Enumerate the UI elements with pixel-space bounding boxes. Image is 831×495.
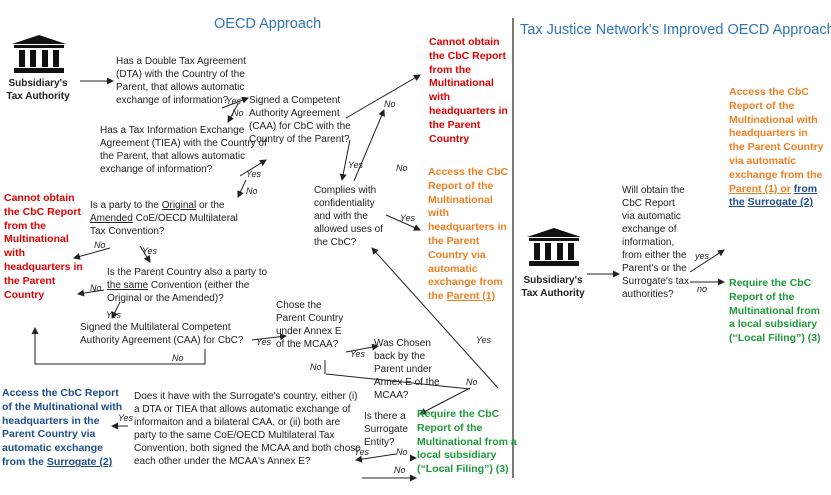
label-yes: Yes [400,213,416,223]
arrow-q3-yes-q4 [139,245,151,263]
arrow-caa-no-top [345,74,421,119]
arrow-surrogate-yes [355,453,397,463]
label-yes: Yes [226,96,242,106]
outcome-right-access: Access the CbC Report of the Multination… [729,86,824,209]
label-yes: Yes [476,335,492,345]
label-yes: Yes [354,447,370,457]
q-surrogate-agreement: Does it have with the Surrogate's countr… [134,391,361,467]
outcome-access-surrogate: Access the CbC Report of the Multination… [2,387,123,468]
right-subsidiary-label: Subsidiary's Tax Authority [521,275,585,299]
arrow-q5-no-cannot [31,327,206,365]
q-chose-parent: Chose the Parent Country under Annex E o… [276,300,344,350]
q-multilateral-convention: Is a party to the Original or the Amende… [90,200,238,237]
outcome-access-parent: Access the CbC Report of the Multination… [428,166,508,303]
q-parent-same-convention: Is the Parent Country also a party to th… [107,267,268,304]
q-surrogate-entity: Is there a Surrogate Entity? [364,411,408,448]
label-yes: yes [695,251,710,261]
arrow-complies-yes-access [385,214,421,231]
label-no: No [396,163,408,173]
q-chosen-back: Was Chosen back by the Parent under Anne… [374,338,440,401]
q-signed-caa: Signed a Competent Authority Agreement (… [249,95,351,145]
arrow-caa-yes-complies [339,139,351,181]
arrow-back-yes-complies [371,247,499,389]
label-yes: Yes [106,310,122,320]
label-yes: Yes [142,246,158,256]
government-building-icon [527,228,581,266]
label-yes: Yes [350,349,366,359]
label-no: No [246,186,258,196]
label-no: No [90,283,102,293]
government-building-icon [12,35,66,73]
label-yes: Yes [118,413,134,423]
arrow-q4-no-cannot [77,289,105,297]
label-no: No [310,362,322,372]
q-will-obtain: Will obtain the CbC Report via automatic… [622,185,689,300]
arrow-complies-no-top [353,109,385,182]
arrow-back-no-surrogate [419,387,471,415]
label-yes: Yes [348,160,364,170]
label-no: No [396,447,408,457]
q-double-tax-agreement: Has a Double Tax Agreement (DTA) with th… [116,56,246,106]
label-no: no [697,284,708,294]
arrow-q1-no-q2 [227,103,239,123]
arrow-q1-yes-caa [221,96,249,109]
label-no: No [394,465,406,475]
arrow-q2-no-q3 [237,179,247,198]
label-yes: Yes [256,337,272,347]
label-no: No [466,377,478,387]
arrow-right-yes [689,249,725,273]
label-no: No [384,99,396,109]
arrow-chose-yes-back [345,343,379,353]
arrow-q5-yes-chose [251,333,287,341]
arrow-q4-yes-q5 [111,301,121,319]
outcome-require-local: Require the CbC Report of the Multinatio… [417,408,517,476]
q-complies-confidentiality: Complies with confidentiality and with t… [314,185,383,248]
label-no: No [232,108,244,118]
outcome-cannot-obtain-top: Cannot obtain the CbC Report from the Mu… [429,36,508,145]
label-no: No [172,353,184,363]
heading-tjn: Tax Justice Network's Improved OECD Appr… [520,22,831,38]
outcome-cannot-obtain-left: Cannot obtain the CbC Report from the Mu… [4,192,83,301]
heading-oecd: OECD Approach [214,16,322,32]
q-tiea: Has a Tax Information Exchange Agreement… [100,125,267,175]
arrow-q2-yes-caa [239,159,267,177]
left-subsidiary-label: Subsidiary's Tax Authority [6,78,70,102]
label-yes: Yes [246,169,262,179]
arrow-q3-no-cannot [73,247,111,260]
label-no: No [94,240,106,250]
line-no-junction [325,373,471,390]
outcome-right-require: Require the CbC Report of the Multinatio… [729,277,821,345]
q-signed-mcaa: Signed the Multilateral Competent Author… [80,322,244,346]
